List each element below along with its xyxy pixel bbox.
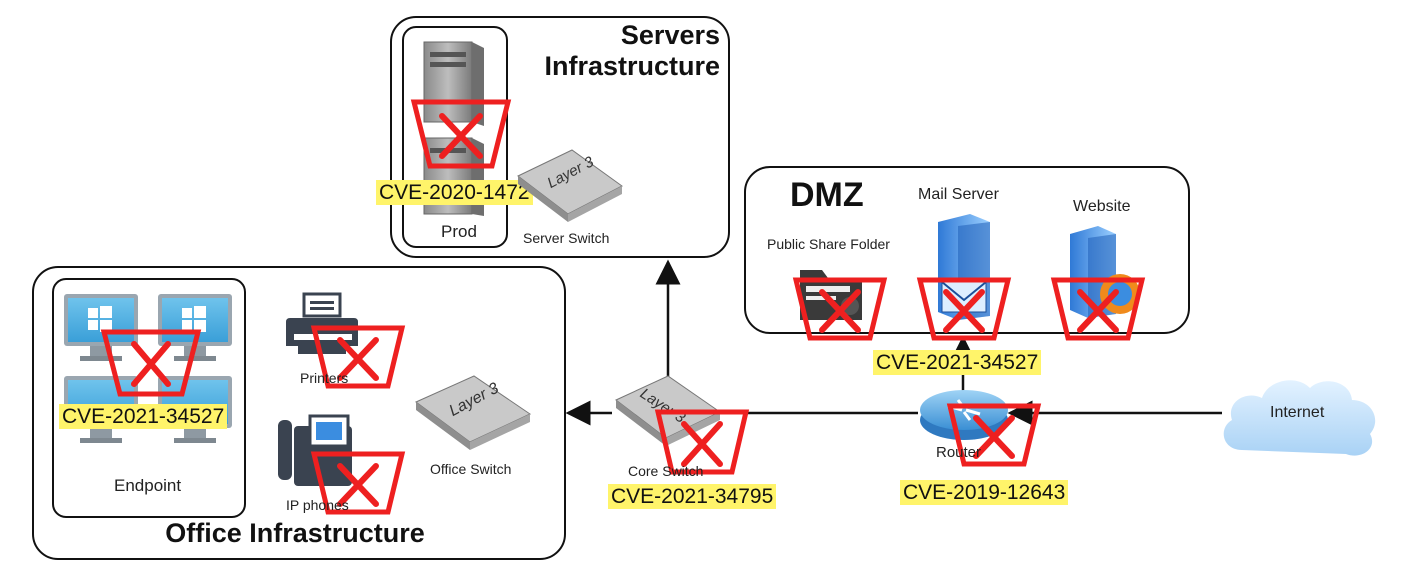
website-label: Website xyxy=(1073,198,1131,215)
internet-label: Internet xyxy=(1270,404,1325,421)
core-switch-icon: Layer 3 xyxy=(615,375,721,446)
vulnerable-x-mark-icon xyxy=(1050,277,1146,341)
office-zone-title: Office Infrastructure xyxy=(165,518,425,548)
office-switch-icon: Layer 3 xyxy=(415,375,532,450)
dmz-zone-title: DMZ xyxy=(790,176,864,214)
printers-label: Printers xyxy=(300,370,349,386)
prod-group xyxy=(402,26,508,248)
vulnerable-x-mark-icon xyxy=(410,99,512,169)
cve-badge-endpoint: CVE-2021-34527 xyxy=(59,404,228,429)
server-switch-label: Server Switch xyxy=(523,230,610,246)
vulnerable-x-mark-icon xyxy=(310,451,406,515)
servers-zone-title: Servers Infrastructure xyxy=(544,20,720,82)
vulnerable-x-mark-icon xyxy=(310,325,406,389)
vulnerable-x-mark-icon xyxy=(654,409,750,475)
server-switch-icon: Layer 3 xyxy=(517,149,623,222)
internet-cloud-icon xyxy=(1223,380,1376,456)
cve-badge-router: CVE-2019-12643 xyxy=(900,480,1069,505)
mail-server-label: Mail Server xyxy=(918,186,999,203)
prod-label: Prod xyxy=(441,222,477,241)
endpoint-label: Endpoint xyxy=(114,476,182,495)
ip-phones-label: IP phones xyxy=(286,497,349,513)
endpoint-group xyxy=(52,278,246,518)
vulnerable-x-mark-icon xyxy=(100,329,202,397)
vulnerable-x-mark-icon xyxy=(946,403,1042,467)
router-label: Router xyxy=(936,444,982,461)
vulnerable-x-mark-icon xyxy=(916,277,1012,341)
vulnerable-x-mark-icon xyxy=(792,277,888,341)
public-share-folder-label: Public Share Folder xyxy=(767,236,890,252)
cve-badge-core-switch: CVE-2021-34795 xyxy=(608,484,777,509)
cve-badge-prod: CVE-2020-1472 xyxy=(376,180,533,205)
core-switch-label: Core Switch xyxy=(628,463,704,479)
cve-badge-dmz: CVE-2021-34527 xyxy=(873,350,1042,375)
office-switch-label: Office Switch xyxy=(430,461,512,477)
